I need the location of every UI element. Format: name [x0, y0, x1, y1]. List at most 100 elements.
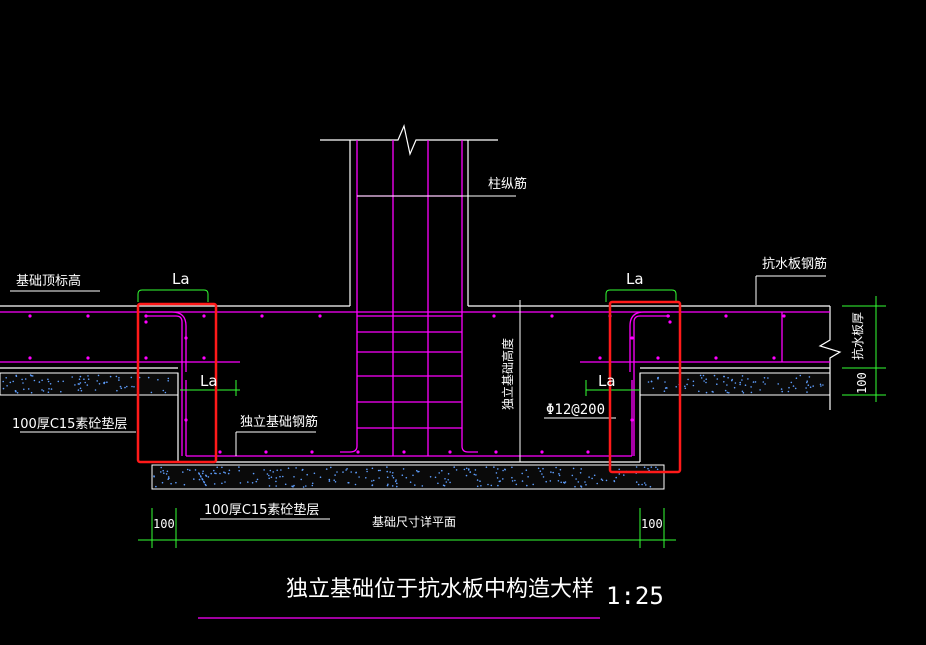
hatch-dot — [311, 484, 314, 487]
hatch-dot — [14, 390, 17, 392]
hatch-dot — [126, 385, 128, 388]
hatch-dot — [593, 474, 596, 477]
hatch-dot — [161, 481, 164, 484]
hatch-dot — [787, 390, 790, 393]
hatch-dot — [386, 470, 389, 473]
hatch-dot — [216, 466, 218, 469]
rebar-dot — [586, 450, 590, 454]
hatch-dot — [391, 475, 394, 477]
hatch-dot — [386, 476, 389, 479]
rebar-dot — [772, 356, 776, 360]
hatch-dot — [5, 377, 7, 379]
dim-side-label: 100 — [855, 372, 869, 394]
hatch-dot — [807, 384, 810, 387]
hatch-dot — [219, 472, 221, 475]
hatch-dot — [485, 466, 488, 469]
hatch-dot — [763, 377, 766, 379]
hatch-dot — [412, 474, 414, 477]
hatch-dot — [511, 480, 514, 482]
hatch-dot — [527, 476, 529, 478]
rebar-dot — [666, 314, 670, 318]
hatch-dot — [475, 474, 477, 476]
hatch-dot — [792, 385, 795, 387]
hatch-dot — [741, 390, 744, 393]
rebar-dot — [494, 450, 498, 454]
hatch-dot — [183, 483, 186, 486]
hatch-dot — [194, 469, 197, 471]
hatch-dot — [615, 476, 617, 479]
rebar-dot — [318, 314, 322, 318]
hatch-dot — [224, 481, 226, 483]
hatch-dot — [42, 390, 45, 392]
hatch-dot — [558, 474, 561, 477]
hatch-dot — [268, 485, 271, 487]
hatch-dot — [421, 485, 424, 487]
hatch-dot — [559, 468, 562, 471]
rebar-dot — [448, 450, 452, 454]
hatch-dot — [365, 477, 367, 479]
hatch-dot — [716, 383, 718, 386]
hatch-dot — [613, 480, 616, 483]
hatch-dot — [549, 480, 552, 482]
hatch-dot — [650, 466, 653, 468]
hatch-dot — [378, 477, 380, 479]
hatch-dot — [87, 375, 89, 377]
rebar-dot — [714, 356, 718, 360]
hatch-dot — [700, 377, 703, 379]
hatch-dot — [409, 481, 412, 484]
hatch-dot — [572, 467, 575, 470]
hatch-dot — [47, 380, 50, 383]
hatch-dot — [213, 469, 215, 472]
hatch-dot — [394, 480, 397, 483]
hatch-dot — [275, 485, 278, 487]
hatch-dot — [596, 482, 598, 485]
hatch-dot — [155, 485, 157, 488]
hatch-dot — [201, 478, 204, 481]
hatch-dot — [60, 390, 62, 393]
drawing-scale: 1:25 — [606, 582, 664, 610]
hatch-dot — [705, 381, 707, 384]
hatch-dot — [372, 479, 375, 482]
hatch-dot — [579, 472, 582, 474]
hatch-dot — [392, 476, 395, 479]
hatch-dot — [429, 476, 432, 478]
rebar-dot — [28, 314, 32, 318]
hatch-dot — [328, 478, 331, 481]
hatch-dot — [762, 381, 765, 383]
hatch-dot — [24, 378, 27, 380]
hatch-dot — [358, 476, 360, 478]
hatch-dot — [247, 481, 249, 483]
hatch-dot — [371, 484, 374, 487]
rebar-dot — [202, 314, 206, 318]
hatch-dot — [227, 472, 230, 475]
hatch-dot — [57, 380, 60, 383]
rebar-dot — [598, 356, 602, 360]
hatch-dot — [175, 481, 177, 484]
hatch-dot — [47, 378, 49, 381]
hatch-dot — [313, 472, 316, 475]
hatch-dot — [386, 484, 389, 487]
hatch-dot — [705, 378, 707, 381]
hatch-dot — [443, 484, 446, 487]
right-cushion-layer — [639, 372, 831, 396]
hatch-dot — [692, 384, 695, 387]
hatch-dot — [759, 389, 761, 391]
cushion-bottom-label: 100厚C15素砼垫层 — [204, 502, 319, 518]
hatch-dot — [754, 381, 757, 383]
hatch-dot — [78, 378, 81, 381]
hatch-dot — [580, 485, 582, 487]
hatch-dot — [354, 483, 357, 486]
hatch-dot — [167, 476, 170, 478]
rebar-dot — [260, 314, 264, 318]
hatch-dot — [293, 484, 295, 487]
rebar-dot — [86, 356, 90, 360]
hatch-dot — [618, 468, 620, 471]
hatch-dot — [511, 476, 513, 479]
rebar-dot — [184, 418, 188, 422]
hatch-dot — [418, 470, 420, 473]
hatch-dot — [366, 468, 368, 471]
rebar-dot — [550, 314, 554, 318]
hatch-dot — [239, 482, 242, 484]
hatch-dot — [741, 379, 743, 381]
